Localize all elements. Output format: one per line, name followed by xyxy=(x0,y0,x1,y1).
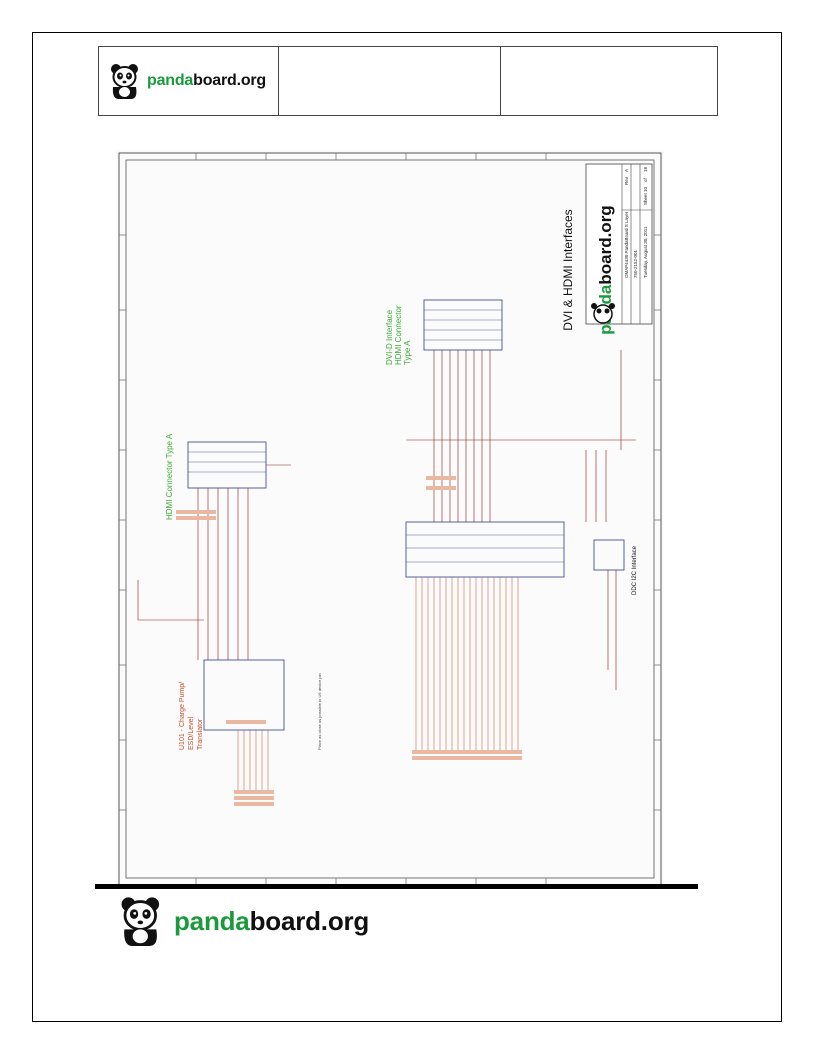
footer-logo: pandaboard.org xyxy=(116,893,369,949)
schematic-drawing: pandaboard.org OMAP4430 PandaBoard S Lay… xyxy=(116,150,664,888)
title-block-date: Tuesday, August 30, 2011 xyxy=(643,226,648,278)
title-block-of-label: of xyxy=(643,177,648,182)
charge-pump-note: Place as close as possible to U6 device … xyxy=(317,673,322,750)
footer-logo-text: pandaboard.org xyxy=(174,905,370,936)
title-block-sheet-value: 10 xyxy=(643,186,648,192)
header-logo-text: pandaboard.org xyxy=(147,72,266,89)
title-block-rev-value: A xyxy=(624,169,629,172)
bus-lines xyxy=(237,577,519,790)
schematic-title: DVI & HDMI Interfaces xyxy=(561,209,575,330)
ddc-i2c-block: DDC I2C Interface xyxy=(593,539,638,595)
charge-pump-label-3: Translator xyxy=(197,718,204,750)
header-logo: pandaboard.org xyxy=(99,47,279,115)
panda-icon xyxy=(111,64,138,99)
hdmi-label: HDMI Connector Type A xyxy=(165,433,174,520)
header-table: pandaboard.org xyxy=(98,46,718,116)
page-border xyxy=(32,32,782,1022)
dvi-label-2: HDMI Connector xyxy=(394,305,403,365)
title-block-brand-rest: board.org xyxy=(596,205,615,284)
dvi-label-3: Type A xyxy=(403,340,412,365)
title-block-rev-label: Rev xyxy=(624,176,629,185)
title-block-doc-number: 750-2152-001 xyxy=(633,249,638,278)
charge-pump-label-1: U101 - Charge Pump/ xyxy=(179,682,186,750)
net-labels xyxy=(176,476,522,806)
dvi-connector: DVI-D Interface HDMI Connector Type A xyxy=(385,299,503,365)
hdmi-connector: HDMI Connector Type A xyxy=(165,433,267,520)
title-block-panda-icon xyxy=(591,303,615,324)
title-block-company: OMAP4430 PandaBoard S Layer xyxy=(624,211,629,278)
title-block-sheet-label: Sheet xyxy=(643,192,648,205)
footer-rule xyxy=(95,884,698,889)
omap-processor xyxy=(405,521,565,578)
title-block-sheet-total: 18 xyxy=(643,166,648,172)
title-block: pandaboard.org OMAP4430 PandaBoard S Lay… xyxy=(585,163,653,335)
ddc-label: DDC I2C Interface xyxy=(632,545,638,595)
charge-pump-ic: U101 - Charge Pump/ ESD/Level Translator… xyxy=(179,659,322,750)
dvi-label-1: DVI-D Interface xyxy=(385,309,394,365)
header-cell-2 xyxy=(279,47,501,115)
schematic-svg: pandaboard.org OMAP4430 PandaBoard S Lay… xyxy=(118,152,662,886)
header-cell-3 xyxy=(501,47,717,115)
charge-pump-label-2: ESD/Level xyxy=(188,716,195,750)
panda-icon xyxy=(121,897,160,946)
